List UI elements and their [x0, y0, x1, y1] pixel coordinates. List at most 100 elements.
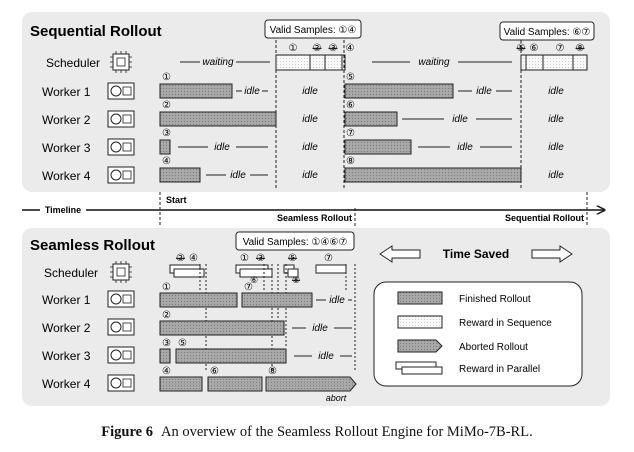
seq-worker-1-label: Worker 1 — [42, 85, 91, 99]
gpu-icon — [107, 290, 135, 308]
seq-reward-id-4: ④ — [346, 43, 355, 54]
legend-aborted-swatch — [397, 339, 443, 353]
figure-caption: Figure 6 An overview of the Seamless Roll… — [0, 424, 634, 441]
seq-w4-idle-2: idle — [302, 170, 318, 181]
seq-reward-id-6: ⑥ — [530, 43, 539, 54]
seq-waiting-1: waiting — [202, 57, 234, 68]
seq-w2-idle-4: idle — [548, 114, 564, 125]
sl-w1-id-2: ⑦ — [244, 282, 253, 293]
seq-w2-bar-2 — [344, 111, 398, 127]
sl-w1-id-1: ① — [162, 282, 171, 293]
sl-w4-aborted-bar — [265, 376, 357, 392]
timeline-seamless-end: Seamless Rollout — [277, 213, 352, 223]
seq-reward-id-2: ② — [313, 43, 322, 54]
sl-w3-id-1: ③ — [162, 338, 171, 349]
sl-reward-id-2: ④ — [189, 253, 198, 264]
timeline-label-bg — [40, 203, 86, 216]
seq-w1-idle-1: idle — [244, 86, 260, 97]
sl-w3-idle: idle — [318, 351, 334, 362]
sl-w2-id-1: ② — [162, 310, 171, 321]
seq-w3-id-2: ⑦ — [346, 128, 355, 139]
seq-w1-idle-4: idle — [548, 86, 564, 97]
caption-label: Figure 6 — [101, 424, 153, 440]
seq-w1-id-1: ① — [162, 72, 171, 83]
sequential-title: Sequential Rollout — [30, 23, 162, 40]
sl-w3-bar-2 — [175, 348, 287, 364]
time-saved-label: Time Saved — [443, 247, 509, 261]
sl-worker-4-label: Worker 4 — [42, 377, 91, 391]
sl-w4-id-1: ④ — [162, 366, 171, 377]
sl-worker-3-label: Worker 3 — [42, 349, 91, 363]
caption-text: An overview of the Seamless Rollout Engi… — [160, 424, 533, 440]
sl-w4-bar-1 — [159, 376, 203, 392]
sl-w4-id-3: ⑧ — [268, 366, 277, 377]
legend-reward-par-swatch-b — [401, 366, 443, 375]
sl-reward-id-7: ⑧ — [292, 275, 300, 285]
seq-w3-bar-1 — [159, 139, 171, 155]
seq-gpu-icons — [107, 82, 135, 184]
seq-worker-2-label: Worker 2 — [42, 113, 91, 127]
sl-reward-id-3: ① — [240, 253, 249, 264]
gpu-icon — [107, 82, 135, 100]
seq-scheduler-label: Scheduler — [46, 56, 100, 70]
rollout-diagram: Sequential Rollout Scheduler Worker 1 Wo… — [22, 12, 610, 406]
seq-worker-3-label: Worker 3 — [42, 141, 91, 155]
sl-w1-bar-1 — [159, 292, 238, 308]
sl-w1-idle: idle — [329, 295, 345, 306]
timeline-label: Timeline — [45, 205, 81, 215]
gpu-icon — [107, 138, 135, 156]
timeline-start: Start — [166, 195, 187, 205]
seq-w4-id-1: ④ — [162, 156, 171, 167]
gpu-icon — [107, 318, 135, 336]
sl-w3-id-2: ⑤ — [178, 338, 187, 349]
time-saved-left-arrow-icon — [379, 245, 421, 263]
seq-w3-idle-4: idle — [548, 142, 564, 153]
seq-w3-idle-1: idle — [214, 142, 230, 153]
sl-worker-1-label: Worker 1 — [42, 293, 91, 307]
seq-worker-4-label: Worker 4 — [42, 169, 91, 183]
seq-w4-bar-1 — [159, 167, 201, 183]
seq-w2-id-2: ⑥ — [346, 100, 355, 111]
seamless-title: Seamless Rollout — [30, 237, 155, 254]
seq-valid-samples-2: Valid Samples: ⑥⑦ — [504, 27, 591, 38]
seq-w2-idle-3: idle — [452, 114, 468, 125]
sl-w2-idle: idle — [312, 323, 328, 334]
seq-w1-bar-2 — [344, 83, 454, 99]
seq-w3-idle-3: idle — [457, 142, 473, 153]
seq-valid-samples-box-2 — [499, 21, 595, 41]
sl-reward-id-5: ⑥ — [250, 275, 258, 285]
seq-w2-idle-2: idle — [302, 114, 318, 125]
seq-reward-blocks-2 — [520, 54, 588, 71]
seq-waiting-2: waiting — [418, 57, 450, 68]
sl-gpu-icons — [107, 290, 135, 392]
sl-w3-bar-1 — [159, 348, 171, 364]
sl-w4-id-2: ⑥ — [210, 366, 219, 377]
sl-scheduler-chip-icon — [110, 261, 132, 283]
legend-reward-seq-swatch — [397, 315, 443, 329]
sl-worker-2-label: Worker 2 — [42, 321, 91, 335]
seq-w1-bar-1 — [159, 83, 233, 99]
seq-w1-idle-2: idle — [302, 86, 318, 97]
seq-scheduler-chip-icon — [110, 51, 132, 73]
gpu-icon — [107, 346, 135, 364]
sl-valid-samples-box — [235, 231, 355, 251]
sl-abort-label: abort — [326, 393, 347, 403]
seq-w4-id-2: ⑧ — [346, 156, 355, 167]
seq-reward-id-1: ① — [289, 43, 298, 54]
timeline-sequential-end: Sequential Rollout — [505, 213, 584, 223]
sl-w4-bar-2 — [207, 376, 263, 392]
gpu-icon — [107, 166, 135, 184]
seq-reward-blocks-1 — [275, 54, 346, 71]
legend-finished-swatch — [397, 291, 443, 305]
seq-w2-bar-1 — [159, 111, 277, 127]
seq-w3-idle-2: idle — [302, 142, 318, 153]
sl-valid-samples: Valid Samples: ①④⑥⑦ — [243, 237, 348, 248]
sl-reward-id-8: ⑦ — [324, 253, 333, 264]
seq-valid-samples-1: Valid Samples: ①④ — [270, 25, 357, 36]
gpu-icon — [107, 110, 135, 128]
seq-w3-id-1: ③ — [162, 128, 171, 139]
seq-w3-bar-2 — [344, 139, 412, 155]
sl-scheduler-label: Scheduler — [44, 266, 98, 280]
sl-w2-bar-1 — [159, 320, 285, 336]
sl-reward-id-4: ③ — [256, 253, 265, 264]
